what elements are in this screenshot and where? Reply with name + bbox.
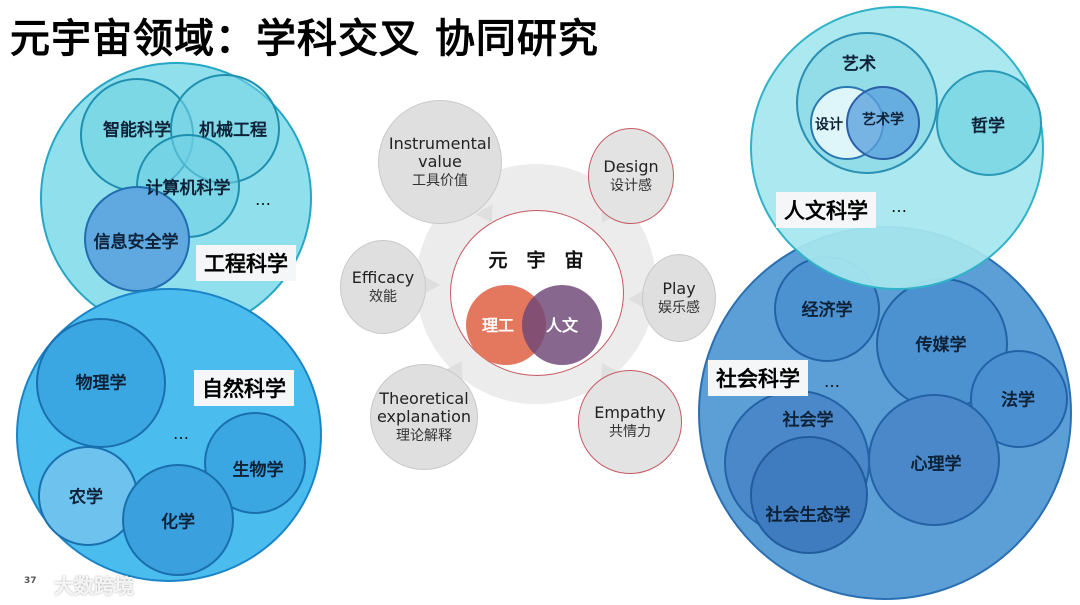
design-label: 设计	[815, 117, 843, 133]
bubble-en: Efficacy	[351, 267, 415, 287]
social-tag: 社会科学	[708, 360, 808, 396]
engineering-tag: 工程科学	[196, 245, 296, 281]
bubble-tail	[628, 290, 644, 308]
philosophy-label: 哲学	[971, 116, 1005, 137]
social-item-label: 法学	[1001, 390, 1035, 411]
bubble-instrumental-value: Instrumental value 工具价值	[378, 100, 502, 224]
engineering-item-label: 智能科学	[103, 120, 171, 141]
bubble-theoretical-explanation: Theoretical explanation 理论解释	[370, 364, 478, 470]
watermark: 大数跨境 37	[14, 570, 134, 600]
engineering-item-label: 计算机科学	[145, 178, 231, 199]
psychology-circle	[868, 394, 1000, 526]
bubble-zh: 理论解释	[396, 428, 452, 445]
bubble-en: Theoretical explanation	[376, 388, 472, 426]
center-title: 元 宇 宙	[488, 249, 584, 272]
chemistry-circle	[122, 464, 234, 576]
bubble-en: Design	[603, 156, 659, 176]
natural-item-label: 化学	[161, 512, 195, 533]
bubble-en: Empathy	[594, 402, 666, 422]
physics-circle	[36, 318, 166, 448]
engineering-item-label: 信息安全学	[93, 232, 179, 253]
social-item-label: 社会学	[782, 410, 834, 431]
bubble-efficacy: Efficacy 效能	[340, 240, 426, 334]
humanities-label: 人文	[545, 316, 579, 335]
social-ecology-circle	[750, 436, 868, 554]
philosophy-circle	[936, 70, 1042, 176]
watermark-text: 大数跨境	[54, 574, 134, 598]
art-studies-circle	[846, 86, 920, 160]
bubble-zh: 效能	[369, 289, 397, 306]
bubble-tail	[424, 276, 440, 294]
social-item-label: 社会生态学	[765, 505, 851, 526]
watermark-logo-icon	[14, 575, 50, 600]
bubble-play: Play 娱乐感	[642, 254, 716, 342]
social-more: …	[824, 372, 840, 391]
engineering-more: …	[255, 190, 271, 209]
natural-item-label: 生物学	[232, 460, 284, 481]
social-item-label: 传媒学	[915, 335, 967, 356]
page-number: 37	[24, 576, 37, 586]
art-label: 艺术	[842, 54, 876, 75]
science-label: 理工	[481, 316, 515, 335]
bubble-zh: 共情力	[609, 424, 651, 441]
humanities-more: …	[891, 197, 907, 216]
bubble-zh: 设计感	[610, 178, 652, 195]
bubble-empathy: Empathy 共情力	[578, 370, 682, 474]
bubble-zh: 工具价值	[412, 173, 468, 190]
humanities-tag: 人文科学	[776, 192, 876, 228]
engineering-item-label: 机械工程	[199, 120, 267, 141]
art-studies-label: 艺术学	[862, 112, 904, 128]
social-item-label: 经济学	[801, 300, 853, 321]
bubble-en: Play	[662, 278, 696, 298]
bubble-zh: 娱乐感	[658, 300, 700, 317]
natural-more: …	[173, 424, 189, 443]
bubble-en: Instrumental value	[388, 133, 492, 171]
agriculture-circle	[38, 446, 138, 546]
natural-item-label: 物理学	[75, 373, 127, 394]
natural-tag: 自然科学	[194, 370, 294, 406]
humanities-small-circle	[522, 285, 602, 365]
social-item-label: 心理学	[910, 454, 962, 475]
natural-item-label: 农学	[69, 487, 103, 508]
bubble-design: Design 设计感	[588, 128, 674, 224]
page-title: 元宇宙领域：学科交叉 协同研究	[10, 16, 599, 62]
